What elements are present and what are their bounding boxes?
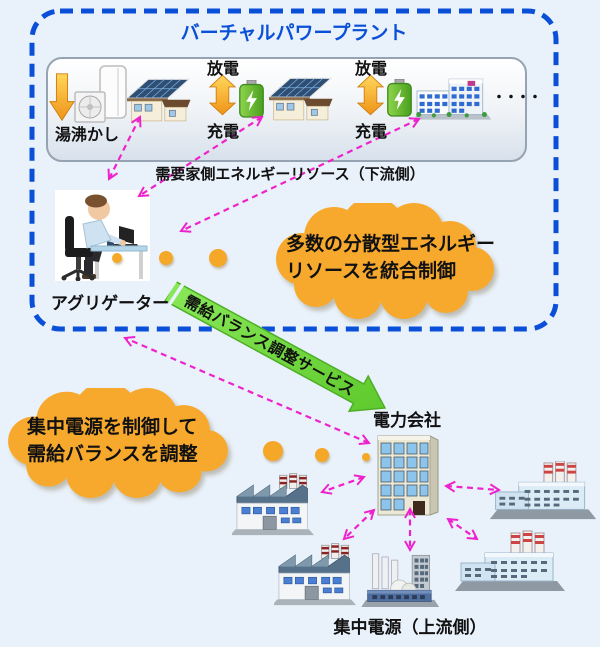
link-company-factory1: [322, 477, 364, 492]
charge-discharge-arrow-icon: [209, 74, 236, 116]
water-heater-icon: [74, 64, 128, 124]
battery-icon: [238, 80, 265, 118]
solar-house-icon: [124, 74, 192, 124]
energy-flow-down-icon: [49, 71, 75, 123]
power-company-icon: [374, 432, 444, 517]
thought-dot: [159, 251, 173, 265]
callout-distributed-line1: 多数の分散型エネルギー: [286, 234, 496, 255]
resources-caption: 需要家側エネルギーリソース（下流側）: [155, 166, 425, 183]
thought-dot: [112, 253, 122, 263]
factory-icon: [232, 470, 314, 538]
more-resources-dots: ・・・・: [492, 89, 542, 105]
discharge-label: 放電: [206, 61, 239, 78]
thought-dot: [315, 448, 329, 462]
power-plant-icon: [488, 461, 598, 521]
charge-discharge-arrow-icon: [357, 74, 384, 116]
thought-dot: [362, 453, 370, 461]
battery-icon: [386, 79, 413, 117]
callout-centralized-line1: 集中電源を制御して: [27, 417, 198, 438]
aggregator-label: アグリゲーター: [50, 294, 170, 313]
callout-centralized: 集中電源を制御して 需給バランスを調整: [0, 388, 242, 498]
office-building-icon: [412, 70, 492, 122]
aggregator-icon: [55, 190, 150, 281]
power-company-label: 電力会社: [373, 411, 441, 430]
charge-label: 充電: [206, 124, 239, 141]
power-plant-icon: [455, 530, 565, 594]
thought-dot: [209, 249, 227, 267]
callout-centralized-line2: 需給バランスを調整: [27, 444, 198, 465]
centralized-sources-label: 集中電源（上流側）: [333, 618, 487, 637]
callout-distributed-line2: リソースを統合制御: [286, 261, 457, 282]
power-plant-icon: [360, 549, 442, 611]
factory-icon: [274, 538, 356, 610]
solar-house-icon: [266, 73, 334, 123]
callout-distributed: 多数の分散型エネルギー リソースを統合制御: [268, 203, 508, 319]
thought-dot: [263, 441, 283, 461]
discharge-label: 放電: [354, 61, 387, 78]
link-company-factory2: [344, 510, 374, 539]
water-heater-label: 湯沸かし: [54, 127, 119, 144]
charge-label: 充電: [354, 124, 387, 141]
vpp-title: バーチャルパワープラント: [180, 23, 408, 44]
